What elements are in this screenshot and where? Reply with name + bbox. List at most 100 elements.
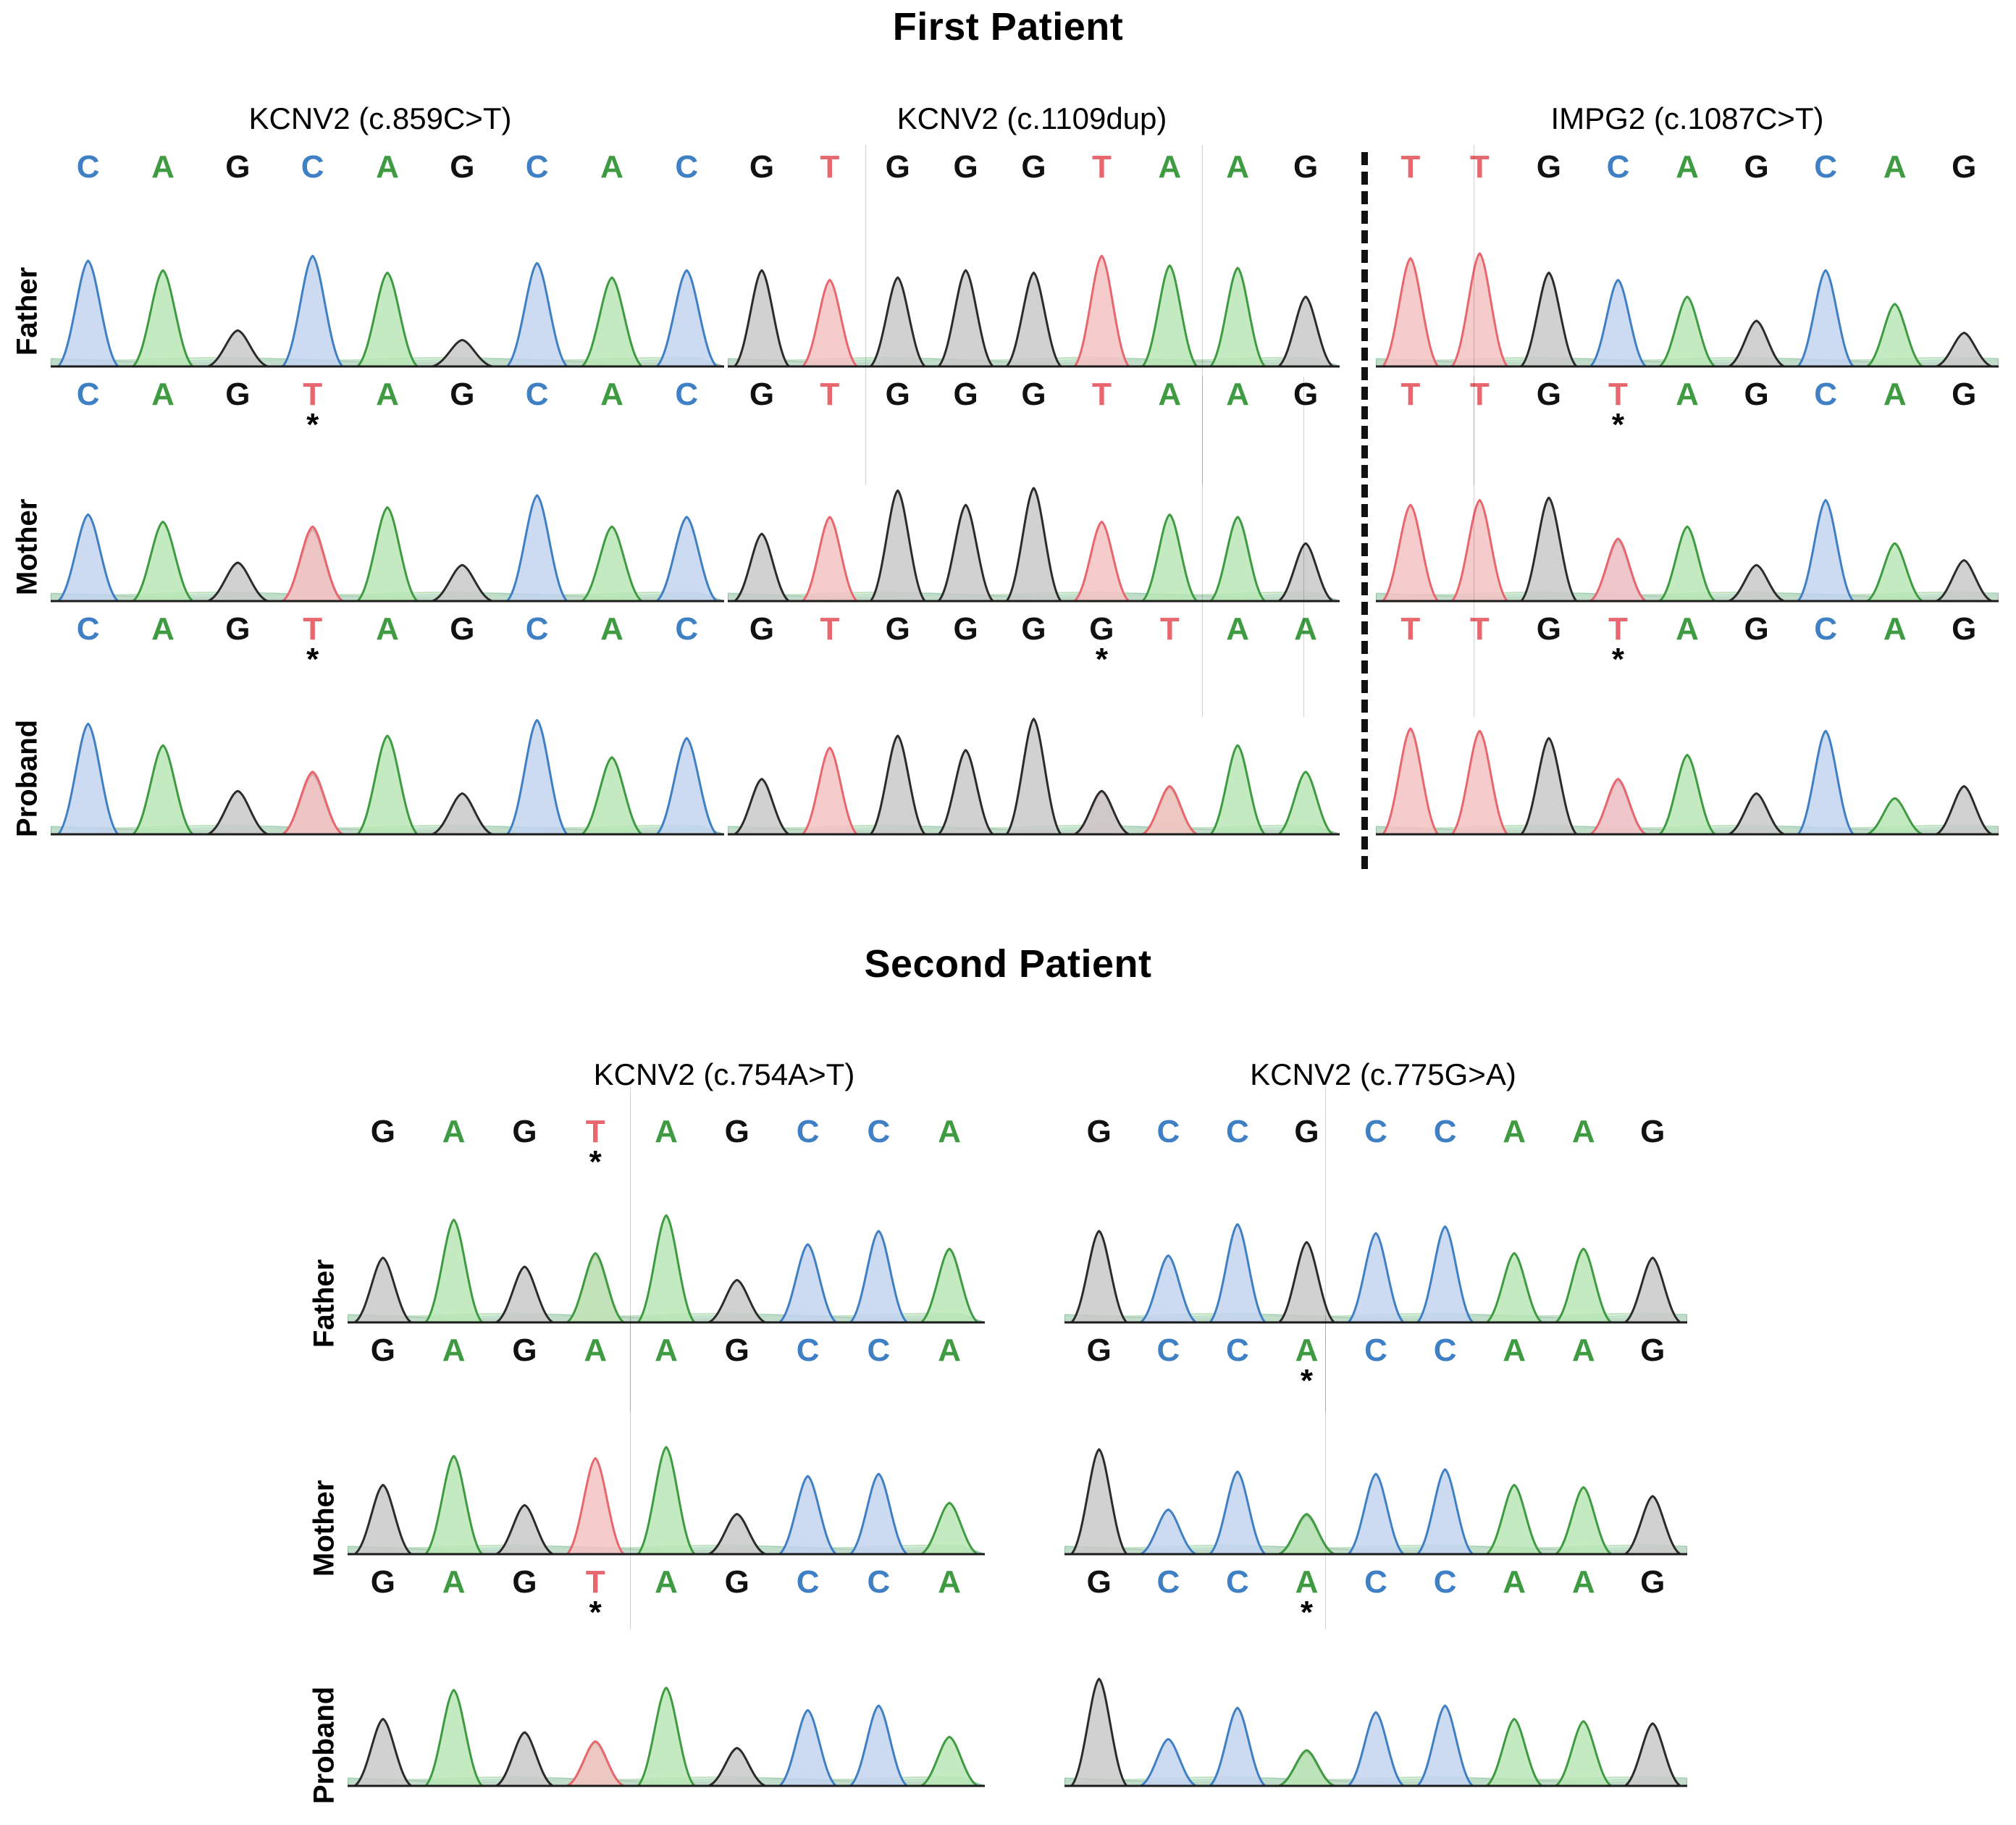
chromatogram-peak-A xyxy=(1658,295,1716,368)
chromatogram-peak-T xyxy=(281,525,344,603)
chromatogram-peak-G xyxy=(1520,496,1578,603)
chromatogram-peak-G xyxy=(1277,295,1335,368)
chromatogram-peak-A xyxy=(1554,1720,1613,1787)
base-call-G: G* xyxy=(1536,377,1562,412)
chromatogram-peak-C xyxy=(505,494,568,603)
base-call-C: C* xyxy=(675,377,699,412)
base-call-C: C* xyxy=(76,377,100,412)
base-call-C: C* xyxy=(1814,611,1838,647)
chromatogram-peak-G xyxy=(869,276,926,368)
base-call-C: C* xyxy=(675,611,699,647)
base-call-T: T* xyxy=(1584,612,1653,679)
base-call-A: A* xyxy=(655,1114,678,1149)
sequence-bottom-kcnv2-1109-father: G*T*G*G*G*T*A*A*G* xyxy=(728,377,1340,445)
trace-panel-kcnv2-1109-proband xyxy=(728,697,1340,842)
chromatogram-peak-A xyxy=(920,1735,979,1787)
chromatogram-peak-G xyxy=(1935,785,1993,836)
sequence-top-kcnv2-775-father: G*C*C*G*C*C*A*A*G* xyxy=(1064,1115,1687,1182)
base-call-G: G* xyxy=(225,611,251,647)
chromatogram-peak-G xyxy=(1005,718,1062,836)
base-call-A: A* xyxy=(1676,377,1699,412)
trace-panel-kcnv2-754-mother xyxy=(348,1425,985,1561)
base-call-C: C* xyxy=(1226,1564,1249,1600)
chromatogram-peak-G xyxy=(1277,542,1335,603)
panel-title-kcnv2-754: KCNV2 (c.754A>T) xyxy=(593,1057,855,1091)
chromatogram-peak-A xyxy=(1277,1513,1336,1556)
chromatogram-trace xyxy=(1376,252,1999,368)
base-call-G: G* xyxy=(512,1564,537,1600)
chromatogram-peak-G xyxy=(1070,1448,1128,1556)
chromatogram-peak-A xyxy=(1865,542,1924,603)
chromatogram-peak-G xyxy=(1073,789,1130,836)
base-call-G: G* xyxy=(1744,377,1769,412)
chromatogram-trace xyxy=(348,1214,985,1324)
mutation-asterisk: * xyxy=(1095,642,1108,678)
chromatogram-peak-G xyxy=(869,734,926,836)
row-label-father-2: Father xyxy=(308,1259,340,1348)
chromatogram-peak-C xyxy=(1416,1225,1474,1324)
base-call-G: G* xyxy=(1021,377,1046,412)
chromatogram-peak-G xyxy=(707,1747,767,1787)
base-call-C: C* xyxy=(1814,377,1838,412)
chromatogram-peak-C xyxy=(1209,1470,1267,1556)
base-call-A: A* xyxy=(1272,1565,1342,1632)
chromatogram-peak-A xyxy=(1865,797,1924,836)
base-call-G: G* xyxy=(885,611,910,647)
chromatogram-peak-T xyxy=(801,746,858,836)
base-call-A: A* xyxy=(1676,149,1699,185)
sequence-top-kcnv2-754-father: G*A*G*T*A*G*C*C*A* xyxy=(348,1115,985,1182)
chromatogram-peak-A xyxy=(424,1454,484,1556)
base-call-G: G* xyxy=(724,1333,749,1368)
mutation-asterisk: * xyxy=(1300,1595,1314,1631)
chromatogram-peak-C xyxy=(655,516,718,603)
chromatogram-peak-C xyxy=(778,1243,838,1324)
chromatogram-peak-G xyxy=(1727,563,1786,603)
chromatogram-peak-C xyxy=(1797,729,1855,836)
mutation-asterisk: * xyxy=(1300,1363,1314,1399)
base-call-C: C* xyxy=(675,149,699,185)
base-call-G: G* xyxy=(953,377,978,412)
trace-panel-kcnv2-1109-father xyxy=(728,229,1340,374)
chromatogram-peak-A xyxy=(566,1252,625,1324)
base-call-A: A* xyxy=(1503,1333,1526,1368)
chromatogram-peak-C xyxy=(1139,1254,1198,1324)
base-call-G: G* xyxy=(724,1114,749,1149)
base-call-G: G* xyxy=(1536,149,1562,185)
chromatogram-trace xyxy=(348,1686,985,1787)
chromatogram-peak-G xyxy=(1624,1722,1681,1787)
base-call-G: G* xyxy=(749,611,775,647)
base-call-G: G* xyxy=(1744,149,1769,185)
row-label-proband-2: Proband xyxy=(308,1686,340,1805)
base-call-T: T* xyxy=(1584,377,1653,445)
chromatogram-peak-C xyxy=(1139,1737,1198,1787)
base-call-G: G* xyxy=(1086,1114,1112,1149)
base-call-C: C* xyxy=(1814,149,1838,185)
base-call-G: G* xyxy=(1640,1333,1666,1368)
chromatogram-peak-C xyxy=(1347,1472,1405,1556)
chromatogram-peak-G xyxy=(1520,272,1578,368)
chromatogram-peak-T xyxy=(1450,729,1509,836)
mutation-asterisk: * xyxy=(1611,642,1625,678)
base-call-C: C* xyxy=(76,611,100,647)
base-call-C: C* xyxy=(1156,1333,1180,1368)
chromatogram-trace xyxy=(51,254,724,368)
chromatogram-peak-A xyxy=(132,520,194,603)
chromatogram-peak-A xyxy=(424,1689,484,1787)
base-call-C: C* xyxy=(1433,1564,1457,1600)
chromatogram-peak-A xyxy=(637,1686,696,1787)
base-call-G: G* xyxy=(1086,1564,1112,1600)
base-call-G: G* xyxy=(749,377,775,412)
chromatogram-peak-A xyxy=(1209,267,1267,368)
chromatogram-peak-T xyxy=(1382,727,1440,836)
section-heading-first-patient: First Patient xyxy=(892,5,1124,49)
base-call-C: C* xyxy=(867,1333,891,1368)
chromatogram-peak-T xyxy=(801,278,858,368)
chromatogram-trace xyxy=(348,1446,985,1556)
base-call-G: G* xyxy=(724,1564,749,1600)
chromatogram-trace xyxy=(51,718,724,836)
chromatogram-peak-C xyxy=(778,1708,838,1787)
chromatogram-peak-G xyxy=(1624,1256,1681,1324)
trace-panel-kcnv2-859-mother xyxy=(51,463,724,608)
base-call-C: C* xyxy=(1606,149,1630,185)
chromatogram-peak-A xyxy=(356,734,419,836)
